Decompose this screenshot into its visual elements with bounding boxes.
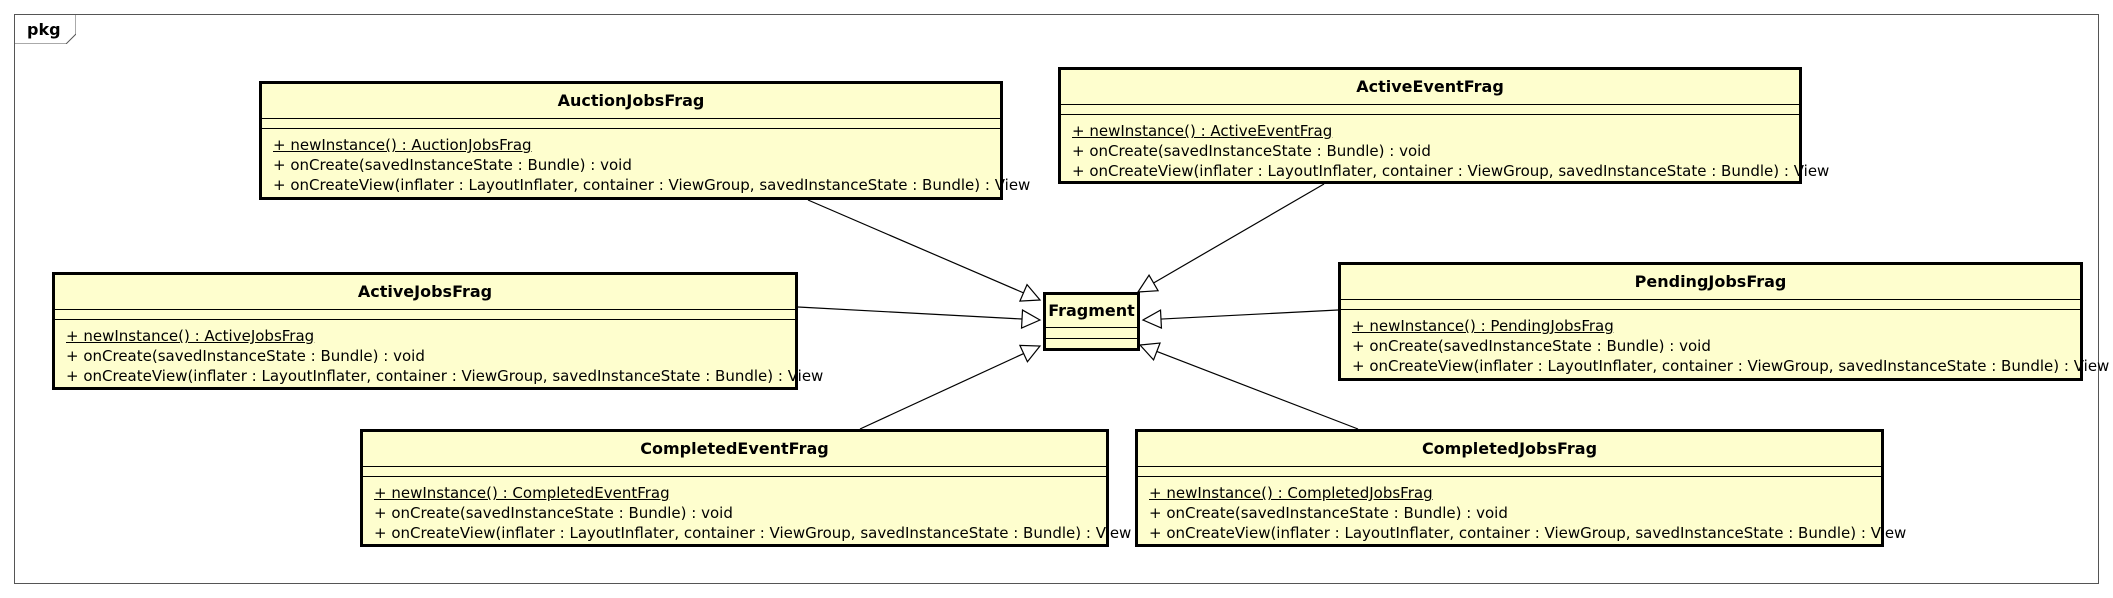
operations-compartment: + newInstance() : CompletedEventFrag + o… [363,476,1132,548]
package-label: pkg [27,20,61,39]
class-completed-event-frag[interactable]: CompletedEventFrag + newInstance() : Com… [360,429,1132,548]
operation-on-create-view: + onCreateView(inflater : LayoutInflater… [1149,524,1907,542]
class-name: ActiveEventFrag [1356,77,1504,96]
operation-on-create: + onCreate(savedInstanceState : Bundle) … [1352,337,1711,355]
generalization-arrowhead-auction [1018,283,1042,302]
attributes-compartment [1138,466,1881,476]
operation-on-create: + onCreate(savedInstanceState : Bundle) … [273,156,632,174]
operation-on-create: + onCreate(savedInstanceState : Bundle) … [1149,504,1508,522]
operation-new-instance: + newInstance() : ActiveEventFrag [1072,122,1333,140]
class-fragment[interactable]: Fragment [1043,292,1140,351]
attributes-compartment [1341,299,2080,309]
generalization-arrowhead-completedjobs [1138,342,1161,361]
class-name: CompletedEventFrag [640,439,829,458]
operations-compartment: + newInstance() : CompletedJobsFrag + on… [1138,476,1907,548]
class-active-jobs-frag[interactable]: ActiveJobsFrag + newInstance() : ActiveJ… [52,272,824,391]
generalization-line-activejobs [797,306,1023,320]
attributes-compartment [1046,327,1137,338]
class-name: AuctionJobsFrag [557,91,705,110]
operations-compartment: + newInstance() : PendingJobsFrag + onCr… [1341,309,2110,381]
operation-on-create-view: + onCreateView(inflater : LayoutInflater… [66,367,824,385]
attributes-compartment [1061,104,1799,114]
class-pending-jobs-frag[interactable]: PendingJobsFrag + newInstance() : Pendin… [1338,262,2110,381]
class-name: ActiveJobsFrag [357,282,493,301]
operation-new-instance: + newInstance() : ActiveJobsFrag [66,327,315,345]
attributes-compartment [363,466,1106,476]
class-active-event-frag[interactable]: ActiveEventFrag + newInstance() : Active… [1058,67,1830,186]
operation-on-create: + onCreate(savedInstanceState : Bundle) … [374,504,733,522]
generalization-arrowhead-activeevent [1136,274,1160,293]
operation-on-create: + onCreate(savedInstanceState : Bundle) … [1072,142,1431,160]
generalization-line-pending [1160,309,1339,320]
operation-on-create-view: + onCreateView(inflater : LayoutInflater… [273,176,1031,194]
operation-new-instance: + newInstance() : AuctionJobsFrag [273,136,532,154]
class-completed-jobs-frag[interactable]: CompletedJobsFrag + newInstance() : Comp… [1135,429,1907,548]
operations-compartment: + newInstance() : AuctionJobsFrag + onCr… [262,128,1031,200]
operation-on-create-view: + onCreateView(inflater : LayoutInflater… [1352,357,2110,375]
operation-on-create-view: + onCreateView(inflater : LayoutInflater… [1072,162,1830,180]
class-name: PendingJobsFrag [1634,272,1787,291]
operation-new-instance: + newInstance() : CompletedJobsFrag [1149,484,1433,502]
package-frame [14,14,2099,584]
generalization-line-activeevent [1153,183,1325,284]
operation-on-create: + onCreate(savedInstanceState : Bundle) … [66,347,425,365]
generalization-line-auction [807,199,1024,294]
operation-on-create-view: + onCreateView(inflater : LayoutInflater… [374,524,1132,542]
attributes-compartment [55,309,795,319]
operation-new-instance: + newInstance() : CompletedEventFrag [374,484,670,502]
class-name: CompletedJobsFrag [1421,439,1598,458]
generalization-arrowhead-completedevent [1018,344,1042,363]
operations-compartment: + newInstance() : ActiveEventFrag + onCr… [1061,114,1830,186]
generalization-arrowhead-activejobs [1020,309,1042,329]
attributes-compartment [262,118,1000,128]
class-name: Fragment [1048,301,1135,320]
generalization-line-completedevent [859,352,1024,430]
operations-compartment [1046,338,1137,348]
class-auction-jobs-frag[interactable]: AuctionJobsFrag + newInstance() : Auctio… [259,81,1031,200]
package-tab [14,14,76,44]
operations-compartment: + newInstance() : ActiveJobsFrag + onCre… [55,319,824,391]
generalization-line-completedjobs [1156,350,1359,430]
generalization-arrowhead-pending [1141,309,1163,330]
operation-new-instance: + newInstance() : PendingJobsFrag [1352,317,1614,335]
